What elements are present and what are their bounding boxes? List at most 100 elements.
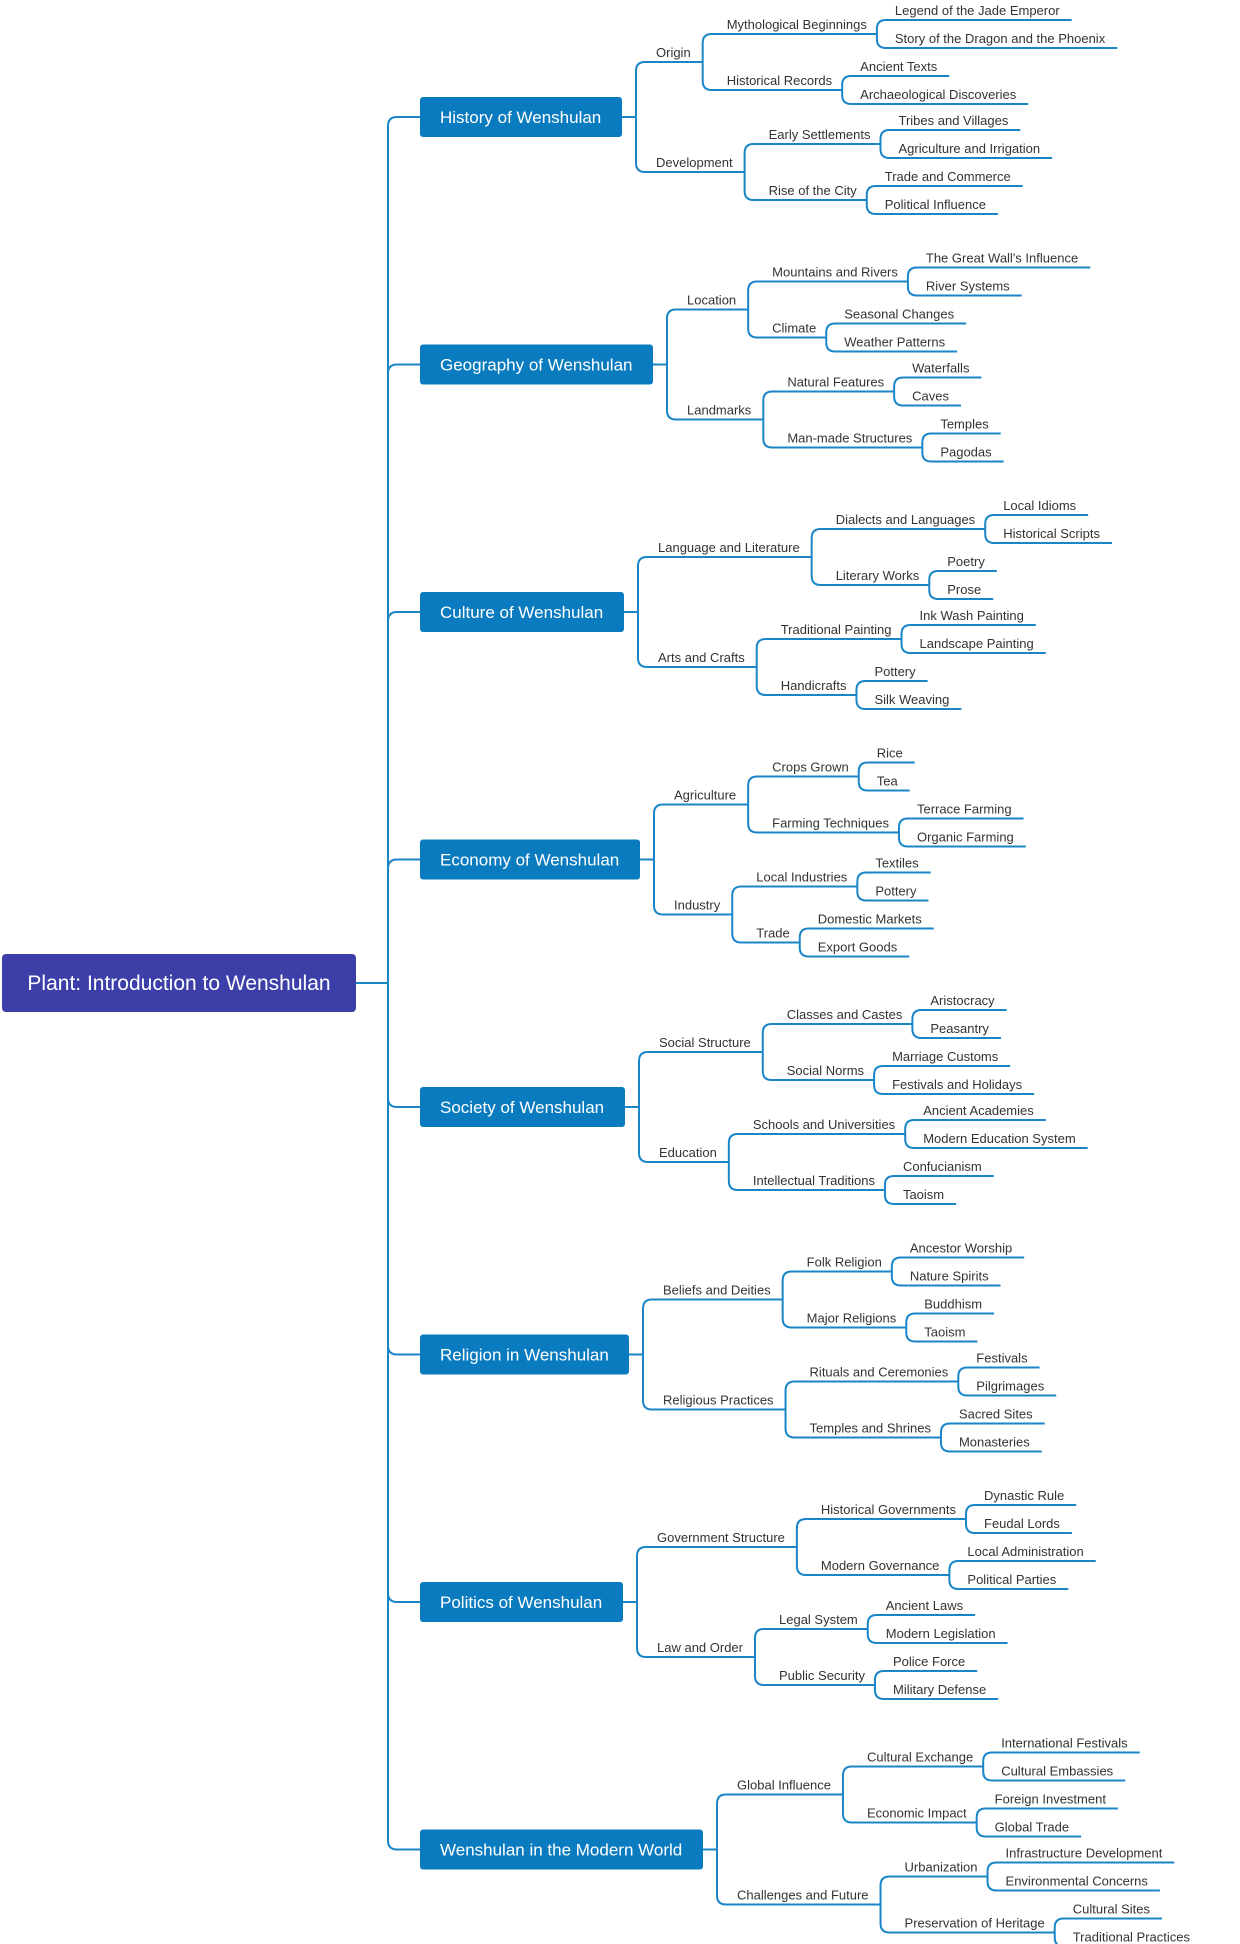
leaf-trade-and-commerce[interactable]: Trade and Commerce <box>885 169 1011 184</box>
subtopic-legal-system[interactable]: Legal System <box>779 1612 858 1627</box>
topic-beliefs-and-deities[interactable]: Beliefs and Deities <box>663 1283 771 1298</box>
subtopic-farming-techniques[interactable]: Farming Techniques <box>772 816 889 831</box>
subtopic-economic-impact[interactable]: Economic Impact <box>867 1806 967 1821</box>
leaf-feudal-lords[interactable]: Feudal Lords <box>984 1516 1060 1531</box>
leaf-rice[interactable]: Rice <box>877 746 903 761</box>
subtopic-trade[interactable]: Trade <box>756 926 789 941</box>
leaf-legend-of-the-jade-emperor[interactable]: Legend of the Jade Emperor <box>895 3 1060 18</box>
leaf-ancestor-worship[interactable]: Ancestor Worship <box>910 1241 1012 1256</box>
topic-language-and-literature[interactable]: Language and Literature <box>658 540 800 555</box>
leaf-story-of-the-dragon-and-the-phoenix[interactable]: Story of the Dragon and the Phoenix <box>895 31 1106 46</box>
leaf-ancient-academies[interactable]: Ancient Academies <box>923 1103 1034 1118</box>
topic-education[interactable]: Education <box>659 1145 717 1160</box>
topic-religious-practices[interactable]: Religious Practices <box>663 1393 774 1408</box>
leaf-seasonal-changes[interactable]: Seasonal Changes <box>844 307 954 322</box>
topic-location[interactable]: Location <box>687 293 736 308</box>
subtopic-temples-and-shrines[interactable]: Temples and Shrines <box>810 1421 932 1436</box>
leaf-sacred-sites[interactable]: Sacred Sites <box>959 1407 1033 1422</box>
subtopic-modern-governance[interactable]: Modern Governance <box>821 1558 940 1573</box>
branch-history-of-wenshulan[interactable]: History of Wenshulan <box>420 97 622 137</box>
leaf-marriage-customs[interactable]: Marriage Customs <box>892 1049 999 1064</box>
leaf-pottery[interactable]: Pottery <box>875 884 917 899</box>
leaf-terrace-farming[interactable]: Terrace Farming <box>917 802 1012 817</box>
branch-geography-of-wenshulan[interactable]: Geography of Wenshulan <box>420 344 653 385</box>
subtopic-literary-works[interactable]: Literary Works <box>836 568 920 583</box>
subtopic-historical-governments[interactable]: Historical Governments <box>821 1502 957 1517</box>
leaf-festivals-and-holidays[interactable]: Festivals and Holidays <box>892 1077 1023 1092</box>
subtopic-historical-records[interactable]: Historical Records <box>727 73 833 88</box>
branch-politics-of-wenshulan[interactable]: Politics of Wenshulan <box>420 1582 623 1622</box>
leaf-pagodas[interactable]: Pagodas <box>940 445 992 460</box>
leaf-poetry[interactable]: Poetry <box>947 554 985 569</box>
leaf-weather-patterns[interactable]: Weather Patterns <box>844 335 945 350</box>
topic-social-structure[interactable]: Social Structure <box>659 1035 751 1050</box>
leaf-pottery[interactable]: Pottery <box>874 664 916 679</box>
leaf-archaeological-discoveries[interactable]: Archaeological Discoveries <box>860 87 1017 102</box>
subtopic-mountains-and-rivers[interactable]: Mountains and Rivers <box>772 265 898 280</box>
branch-culture-of-wenshulan[interactable]: Culture of Wenshulan <box>420 592 624 632</box>
subtopic-dialects-and-languages[interactable]: Dialects and Languages <box>836 512 976 527</box>
subtopic-climate[interactable]: Climate <box>772 321 816 336</box>
leaf-modern-education-system[interactable]: Modern Education System <box>923 1131 1075 1146</box>
leaf-international-festivals[interactable]: International Festivals <box>1001 1736 1128 1751</box>
leaf-traditional-practices[interactable]: Traditional Practices <box>1073 1930 1191 1944</box>
leaf-political-influence[interactable]: Political Influence <box>885 197 986 212</box>
leaf-waterfalls[interactable]: Waterfalls <box>912 361 970 376</box>
branch-economy-of-wenshulan[interactable]: Economy of Wenshulan <box>420 839 640 880</box>
subtopic-preservation-of-heritage[interactable]: Preservation of Heritage <box>905 1916 1045 1931</box>
leaf-the-great-wall-s-influence[interactable]: The Great Wall's Influence <box>926 251 1078 266</box>
leaf-ancient-laws[interactable]: Ancient Laws <box>886 1598 964 1613</box>
leaf-landscape-painting[interactable]: Landscape Painting <box>920 636 1034 651</box>
subtopic-crops-grown[interactable]: Crops Grown <box>772 760 849 775</box>
leaf-caves[interactable]: Caves <box>912 389 949 404</box>
leaf-agriculture-and-irrigation[interactable]: Agriculture and Irrigation <box>898 141 1040 156</box>
leaf-local-idioms[interactable]: Local Idioms <box>1003 498 1076 513</box>
leaf-foreign-investment[interactable]: Foreign Investment <box>995 1792 1107 1807</box>
branch-wenshulan-in-the-modern-world[interactable]: Wenshulan in the Modern World <box>420 1829 703 1870</box>
leaf-textiles[interactable]: Textiles <box>875 856 919 871</box>
subtopic-mythological-beginnings[interactable]: Mythological Beginnings <box>727 17 868 32</box>
leaf-modern-legislation[interactable]: Modern Legislation <box>886 1626 996 1641</box>
leaf-monasteries[interactable]: Monasteries <box>959 1435 1030 1450</box>
leaf-temples[interactable]: Temples <box>940 417 989 432</box>
subtopic-natural-features[interactable]: Natural Features <box>787 375 884 390</box>
leaf-peasantry[interactable]: Peasantry <box>930 1021 989 1036</box>
leaf-aristocracy[interactable]: Aristocracy <box>930 993 995 1008</box>
leaf-nature-spirits[interactable]: Nature Spirits <box>910 1269 989 1284</box>
subtopic-handicrafts[interactable]: Handicrafts <box>781 678 847 693</box>
leaf-buddhism[interactable]: Buddhism <box>924 1297 982 1312</box>
subtopic-local-industries[interactable]: Local Industries <box>756 870 848 885</box>
subtopic-intellectual-traditions[interactable]: Intellectual Traditions <box>753 1173 876 1188</box>
leaf-pilgrimages[interactable]: Pilgrimages <box>976 1379 1044 1394</box>
subtopic-classes-and-castes[interactable]: Classes and Castes <box>787 1007 903 1022</box>
subtopic-major-religions[interactable]: Major Religions <box>807 1311 897 1326</box>
topic-development[interactable]: Development <box>656 155 733 170</box>
leaf-cultural-sites[interactable]: Cultural Sites <box>1073 1902 1151 1917</box>
leaf-export-goods[interactable]: Export Goods <box>818 940 898 955</box>
leaf-infrastructure-development[interactable]: Infrastructure Development <box>1006 1846 1163 1861</box>
topic-industry[interactable]: Industry <box>674 898 721 913</box>
leaf-silk-weaving[interactable]: Silk Weaving <box>874 692 949 707</box>
topic-arts-and-crafts[interactable]: Arts and Crafts <box>658 650 745 665</box>
leaf-police-force[interactable]: Police Force <box>893 1654 965 1669</box>
subtopic-rituals-and-ceremonies[interactable]: Rituals and Ceremonies <box>810 1365 949 1380</box>
leaf-organic-farming[interactable]: Organic Farming <box>917 830 1014 845</box>
branch-religion-in-wenshulan[interactable]: Religion in Wenshulan <box>420 1334 629 1375</box>
topic-law-and-order[interactable]: Law and Order <box>657 1640 744 1655</box>
subtopic-folk-religion[interactable]: Folk Religion <box>807 1255 882 1270</box>
topic-origin[interactable]: Origin <box>656 45 691 60</box>
leaf-prose[interactable]: Prose <box>947 582 981 597</box>
subtopic-traditional-painting[interactable]: Traditional Painting <box>781 622 892 637</box>
subtopic-social-norms[interactable]: Social Norms <box>787 1063 865 1078</box>
leaf-ancient-texts[interactable]: Ancient Texts <box>860 59 938 74</box>
branch-society-of-wenshulan[interactable]: Society of Wenshulan <box>420 1087 625 1127</box>
leaf-local-administration[interactable]: Local Administration <box>967 1544 1083 1559</box>
leaf-tribes-and-villages[interactable]: Tribes and Villages <box>898 113 1008 128</box>
subtopic-public-security[interactable]: Public Security <box>779 1668 865 1683</box>
leaf-political-parties[interactable]: Political Parties <box>967 1572 1056 1587</box>
leaf-ink-wash-painting[interactable]: Ink Wash Painting <box>920 608 1024 623</box>
subtopic-rise-of-the-city[interactable]: Rise of the City <box>769 183 858 198</box>
leaf-taoism[interactable]: Taoism <box>903 1187 944 1202</box>
topic-landmarks[interactable]: Landmarks <box>687 403 752 418</box>
subtopic-schools-and-universities[interactable]: Schools and Universities <box>753 1117 896 1132</box>
